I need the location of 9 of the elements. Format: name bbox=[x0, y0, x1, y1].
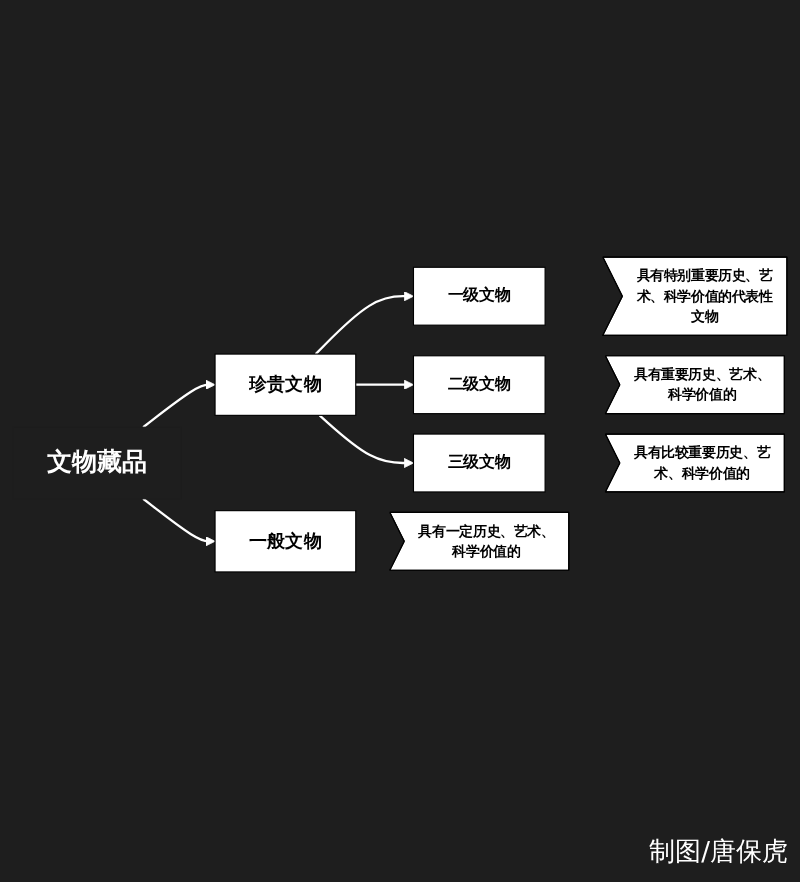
node-box: 一般文物 bbox=[214, 510, 357, 573]
arrow bbox=[355, 380, 414, 391]
node-text: 文物藏品 bbox=[47, 449, 147, 478]
arrow bbox=[142, 498, 216, 547]
arrow bbox=[142, 380, 216, 429]
node-box: 珍贵文物 bbox=[214, 354, 357, 417]
credit-text: 制图/唐保虎 bbox=[649, 836, 788, 870]
arrow bbox=[314, 291, 414, 356]
arrow bbox=[318, 415, 414, 469]
